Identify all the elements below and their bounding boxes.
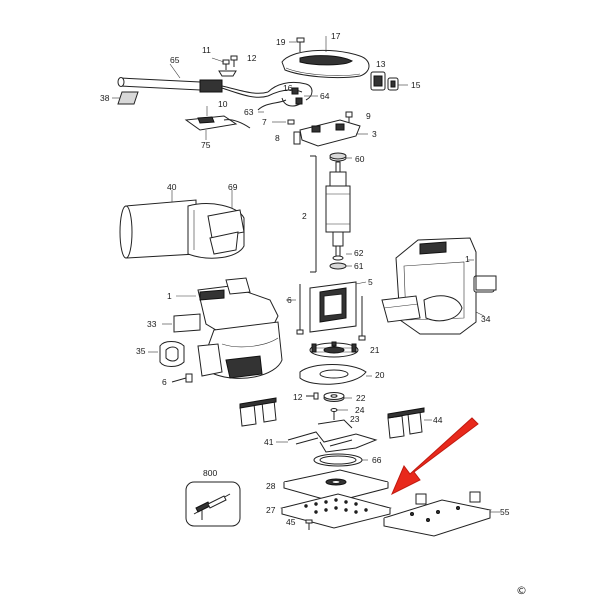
part-10-16-64-wiring bbox=[267, 81, 318, 107]
part-label-1-left: 1 bbox=[167, 291, 172, 301]
part-20-counterweight bbox=[299, 364, 372, 385]
part-label-20: 20 bbox=[375, 370, 385, 380]
part-55-punch-plate bbox=[383, 491, 500, 537]
part-label-45: 45 bbox=[286, 517, 296, 527]
part-13-15-switch bbox=[370, 71, 408, 91]
part-label-34: 34 bbox=[481, 314, 491, 324]
part-label-23: 23 bbox=[350, 414, 360, 424]
part-label-19: 19 bbox=[276, 37, 286, 47]
part-label-35: 35 bbox=[136, 346, 146, 356]
part-label-13: 13 bbox=[376, 59, 386, 69]
part-65-power-cord bbox=[117, 63, 269, 98]
part-1-housing-left bbox=[176, 277, 283, 379]
part-label-12-top: 12 bbox=[247, 53, 257, 63]
part-6-long-screws bbox=[286, 284, 366, 341]
part-3-brush-holder bbox=[293, 119, 368, 147]
part-27-sanding-plate bbox=[280, 493, 392, 529]
part-label-2: 2 bbox=[302, 211, 307, 221]
part-label-9: 9 bbox=[366, 111, 371, 121]
part-11-12-screws bbox=[211, 55, 238, 77]
part-label-33: 33 bbox=[147, 319, 157, 329]
part-7-9-screws bbox=[272, 111, 353, 125]
part-label-61: 61 bbox=[354, 261, 364, 271]
part-label-75: 75 bbox=[201, 140, 211, 150]
part-label-16: 16 bbox=[283, 83, 293, 93]
part-2-armature bbox=[310, 152, 352, 273]
part-21-fan bbox=[309, 341, 359, 358]
part-label-55: 55 bbox=[500, 507, 510, 517]
part-label-27: 27 bbox=[266, 505, 276, 515]
part-label-5: 5 bbox=[368, 277, 373, 287]
part-label-10: 10 bbox=[218, 99, 228, 109]
red-arrow-icon bbox=[391, 417, 479, 496]
part-label-66: 66 bbox=[372, 455, 382, 465]
part-33-label bbox=[162, 313, 201, 333]
part-label-21: 21 bbox=[370, 345, 380, 355]
part-35-dust-port bbox=[148, 341, 185, 367]
part-label-6-mid: 6 bbox=[287, 295, 292, 305]
part-label-40: 40 bbox=[167, 182, 177, 192]
copyright-symbol: © bbox=[516, 584, 527, 597]
part-label-24: 24 bbox=[355, 405, 365, 415]
part-5-field bbox=[309, 281, 367, 333]
part-label-44: 44 bbox=[433, 415, 443, 425]
part-label-38: 38 bbox=[100, 93, 110, 103]
part-label-800: 800 bbox=[203, 468, 218, 478]
part-label-12-low: 12 bbox=[293, 392, 303, 402]
part-19-screw bbox=[289, 37, 305, 52]
part-label-28: 28 bbox=[266, 481, 276, 491]
part-label-60: 60 bbox=[355, 154, 365, 164]
part-label-1-right: 1 bbox=[465, 254, 470, 264]
part-17-top-cover bbox=[281, 49, 370, 79]
part-38-label bbox=[112, 91, 139, 105]
part-66-ring bbox=[313, 453, 368, 467]
part-41-spring-wire bbox=[276, 419, 378, 453]
part-1-housing-right bbox=[381, 237, 495, 335]
part-44-feet bbox=[239, 397, 432, 439]
part-800-inset bbox=[185, 481, 241, 527]
part-label-41: 41 bbox=[264, 437, 274, 447]
part-label-15: 15 bbox=[411, 80, 421, 90]
part-label-63: 63 bbox=[244, 107, 254, 117]
part-label-17: 17 bbox=[331, 31, 341, 41]
part-12-22-23-24 bbox=[306, 392, 352, 420]
part-label-62: 62 bbox=[354, 248, 364, 258]
leader-lines bbox=[206, 36, 327, 116]
part-75-board bbox=[184, 115, 251, 140]
part-label-7: 7 bbox=[262, 117, 267, 127]
part-label-11: 11 bbox=[202, 45, 211, 55]
part-28-pad-base bbox=[283, 469, 389, 503]
part-label-3: 3 bbox=[372, 129, 377, 139]
part-label-22: 22 bbox=[356, 393, 366, 403]
part-label-8: 8 bbox=[275, 133, 280, 143]
part-40-duct bbox=[119, 190, 245, 259]
part-45-screw bbox=[305, 519, 313, 530]
part-label-6-low: 6 bbox=[162, 377, 167, 387]
part-63-wire bbox=[257, 99, 287, 113]
part-label-69: 69 bbox=[228, 182, 238, 192]
part-label-65: 65 bbox=[170, 55, 180, 65]
part-34-label bbox=[475, 275, 497, 291]
part-6-small-screw bbox=[171, 373, 193, 383]
part-label-64: 64 bbox=[320, 91, 330, 101]
